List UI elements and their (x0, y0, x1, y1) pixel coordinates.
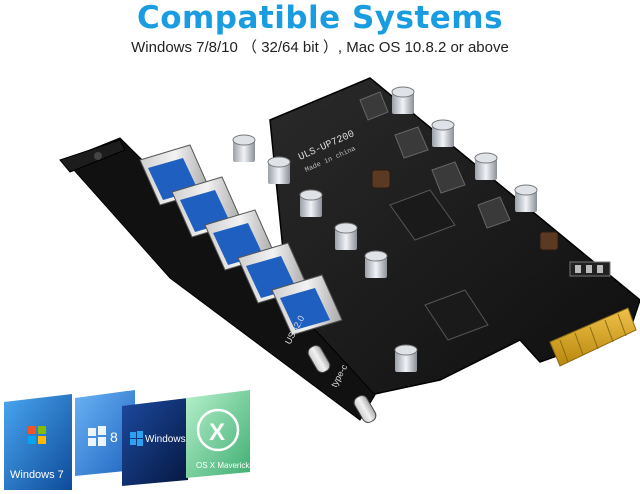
capacitor (364, 250, 388, 278)
page-title: Compatible Systems (136, 0, 504, 36)
tile-windows-8: 8 (75, 390, 135, 476)
usb-c-port (353, 395, 377, 423)
capacitor (391, 86, 415, 114)
regulator-chip (477, 196, 511, 229)
os-x-glyph: X (209, 419, 225, 446)
tile-windows-10-label: Windows 10 (145, 434, 200, 445)
pcie-gold-fingers (549, 307, 637, 367)
capacitor (232, 134, 256, 162)
regulator-chip (394, 126, 429, 159)
power-header (569, 261, 611, 277)
regulator-chip (431, 161, 466, 194)
tile-windows-7-label: Windows 7 (10, 469, 64, 481)
tile-windows-10: Windows 10 (122, 398, 200, 486)
inductor (539, 231, 559, 251)
inductor (371, 169, 391, 189)
tile-windows-7: Windows 7 (4, 394, 72, 490)
capacitor (299, 189, 323, 217)
regulator-chip (359, 91, 389, 121)
tile-windows-8-label: 8 (110, 429, 118, 445)
controller-chip (389, 189, 456, 241)
controller-chip (424, 289, 489, 341)
capacitor (394, 344, 418, 372)
capacitor (334, 222, 358, 250)
pcb-board: ULS-UP7200 Made in china (269, 77, 640, 396)
usb-ports: USB2.0 type-c (139, 144, 377, 423)
tile-os-x: X OS X Mavericks (186, 390, 253, 478)
capacitors (232, 86, 538, 372)
usb-c-port (307, 345, 331, 373)
capacitor (514, 184, 538, 212)
capacitor (431, 119, 455, 147)
capacitor (474, 152, 498, 180)
usb-a-port (271, 274, 343, 336)
os-tiles: Windows 7 8 Windows 10 X OS X Mavericks (4, 390, 253, 490)
page-subtitle: Windows 7/8/10 （ 32/64 bit ）, Mac OS 10.… (131, 39, 509, 56)
tile-os-x-label: OS X Mavericks (196, 461, 253, 470)
pci-bracket (59, 137, 376, 421)
capacitor (267, 156, 291, 184)
